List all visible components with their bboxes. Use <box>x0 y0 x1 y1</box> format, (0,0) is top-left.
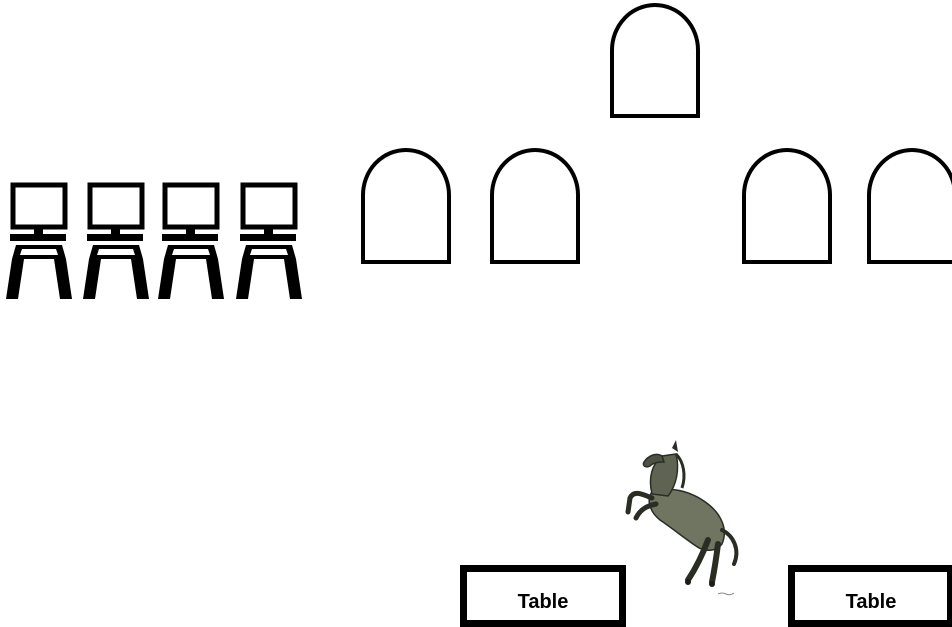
rearing-horse-icon <box>625 440 739 596</box>
desk-chair-icon <box>83 185 149 299</box>
table-left: Table <box>460 565 626 627</box>
table-label: Table <box>517 591 569 613</box>
arched-window-icon <box>742 148 832 264</box>
table-right: Table <box>788 565 952 627</box>
arched-window-icon <box>490 148 580 264</box>
arched-window-icon <box>361 148 451 264</box>
desk-chair-icon <box>236 185 302 299</box>
arched-window-icon <box>867 148 952 264</box>
table-label: Table <box>845 591 897 613</box>
desk-chair-icon <box>6 185 72 299</box>
arched-window-icon <box>610 3 700 118</box>
desk-chair-icon <box>158 185 224 299</box>
